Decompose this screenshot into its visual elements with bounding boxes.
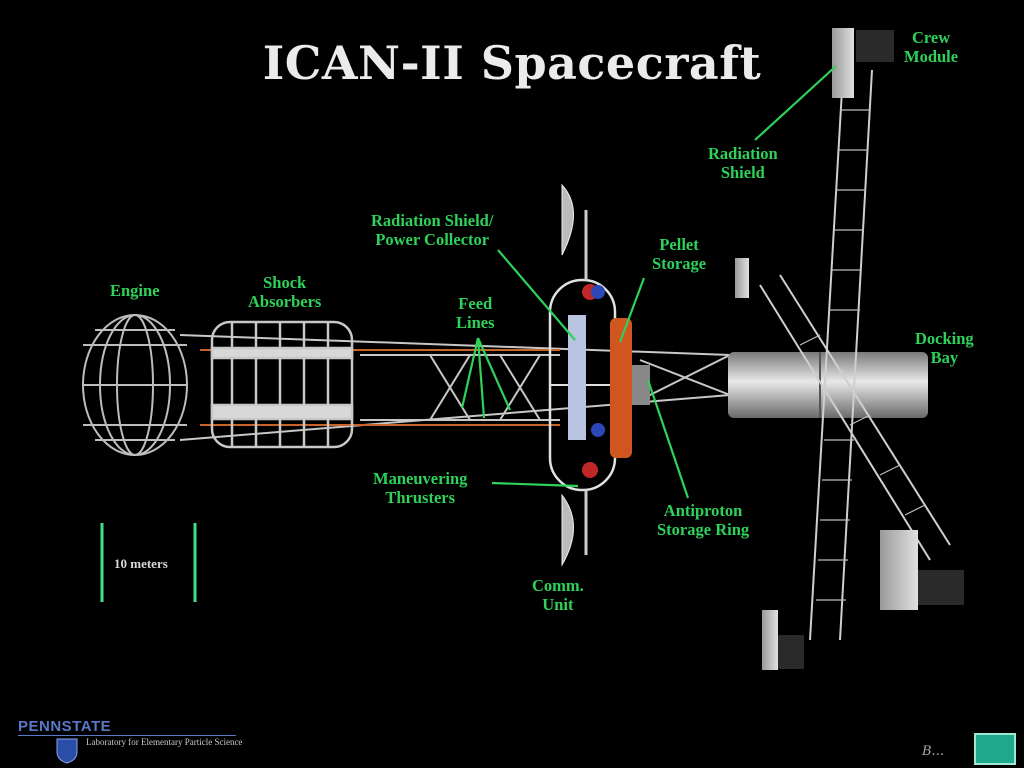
comm-dishes (561, 183, 574, 567)
main-truss (179, 334, 731, 441)
leader-antiproton (646, 379, 690, 499)
leader-radiation-shield (754, 65, 837, 141)
label-radiation-shield-power-collector: Radiation Shield/Power Collector (371, 211, 494, 249)
power-collector (548, 210, 650, 555)
shock-absorbers (210, 320, 354, 449)
shield-icon (56, 738, 78, 764)
lattice-arms (759, 69, 951, 641)
leader-feed-line-3 (476, 337, 512, 411)
lattice-rungs (799, 109, 926, 601)
scale-bar (100, 523, 197, 602)
label-comm-unit: Comm.Unit (532, 576, 584, 614)
engine (82, 314, 188, 456)
back-button[interactable] (974, 733, 1016, 765)
signature: B... (922, 744, 944, 759)
pennstate-logo: PENNSTATE Laboratory for Elementary Part… (18, 718, 242, 764)
leader-maneuvering (491, 481, 579, 488)
docking-bay (728, 352, 928, 418)
leader-lines (460, 65, 837, 499)
leader-feed-line-1 (460, 337, 480, 409)
logo-wordmark: PENNSTATE (18, 718, 112, 735)
crew-modules (735, 28, 964, 670)
label-engine: Engine (110, 281, 160, 300)
leader-feed-line-2 (476, 337, 486, 419)
page-title: ICAN-II Spacecraft (262, 36, 762, 90)
leader-power-collector (497, 249, 576, 341)
scale-bar-label: 10 meters (114, 556, 168, 571)
logo-rule (18, 735, 236, 736)
leader-pellet-storage (618, 277, 646, 343)
lab-name: Laboratory for Elementary Particle Scien… (86, 737, 243, 747)
